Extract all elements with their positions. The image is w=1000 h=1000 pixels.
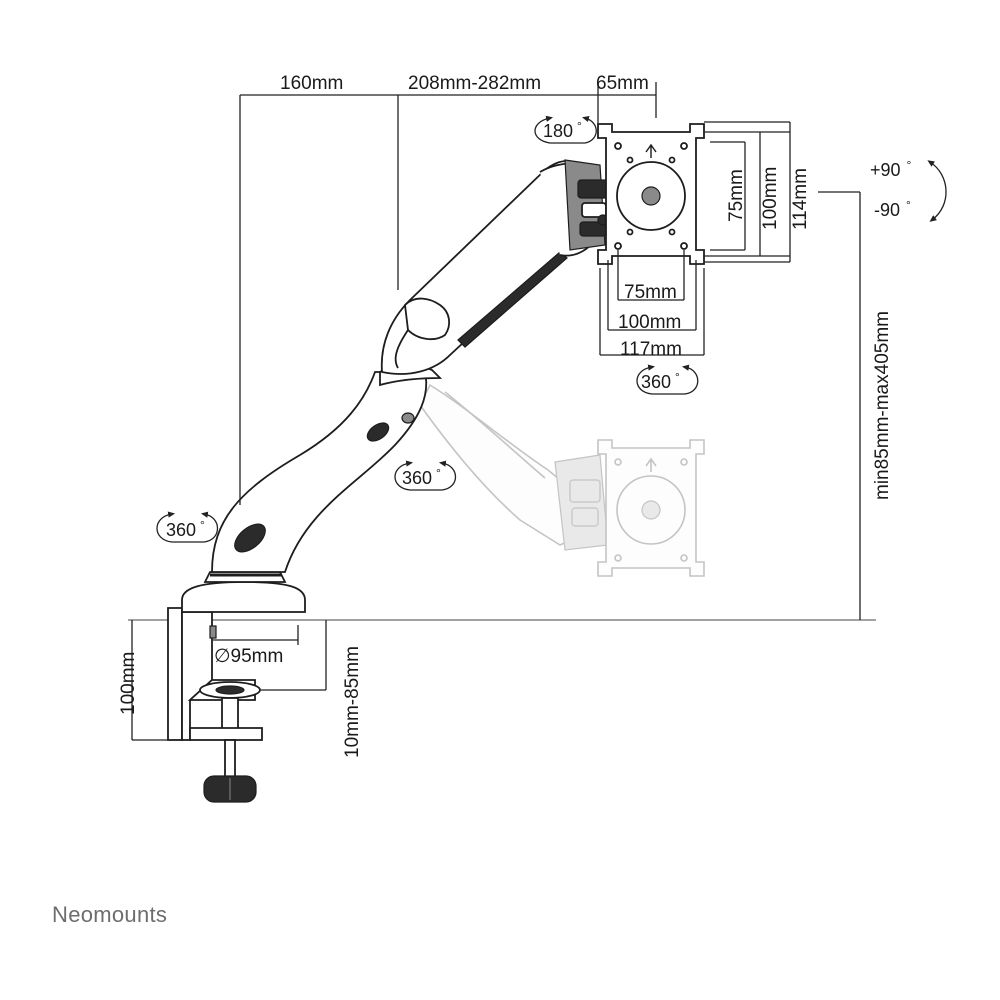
arm-base — [181, 571, 306, 613]
dim-plate-width: 117mm — [620, 339, 682, 360]
dim-height-range: min85mm-max405mm — [872, 311, 893, 500]
dim-vesa-h-outer: 100mm — [760, 167, 781, 230]
dim-base-diameter: ∅95mm — [214, 646, 283, 667]
dim-arm-base-offset: 160mm — [280, 73, 343, 94]
vesa-plate — [597, 123, 705, 265]
dim-plate-height: 114mm — [790, 168, 811, 230]
dim-vesa-w-inner: 75mm — [624, 282, 677, 303]
brand-logo: Neomounts — [52, 902, 167, 927]
ghost-vesa-plate — [597, 439, 705, 577]
dim-vesa-w-outer: 100mm — [618, 312, 681, 333]
rot-plate-rotate: 360° — [641, 370, 680, 392]
desk-clamp — [167, 607, 263, 803]
rot-tilt-down: -90° — [874, 198, 911, 220]
rot-head-swivel: 180° — [543, 119, 582, 141]
tilt-symbol — [927, 160, 947, 222]
dim-vesa-h-inner: 75mm — [726, 169, 747, 222]
rotation-symbol-base — [156, 511, 219, 543]
dim-desk-thickness: 10mm-85mm — [342, 646, 363, 758]
dim-head-depth: 65mm — [596, 73, 649, 94]
rotation-symbol-head — [534, 115, 597, 144]
ghost-arm-lowered — [419, 383, 609, 551]
rot-base-pivot: 360° — [166, 518, 205, 540]
dim-arm-reach: 208mm-282mm — [408, 73, 541, 94]
dim-clamp-height: 100mm — [118, 652, 139, 715]
rotation-symbol-plate — [636, 364, 699, 395]
rot-tilt-up: +90° — [870, 158, 912, 180]
rot-arm-pivot: 360° — [402, 466, 441, 488]
upper-arm — [380, 159, 609, 375]
rotation-symbol-arm — [394, 460, 457, 491]
dimension-lines — [131, 82, 861, 741]
